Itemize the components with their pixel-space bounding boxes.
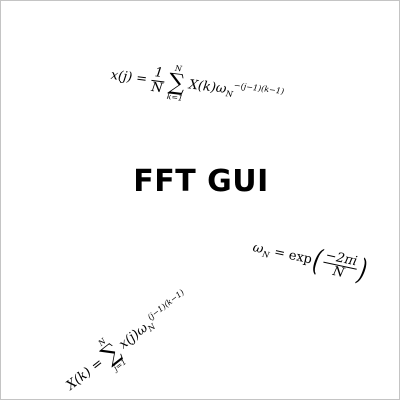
inverse-term-subscript: N xyxy=(225,89,234,99)
forward-dft-equation: X(k) = N ∑ j=1 x(j)ωN(j−1)(k−1) xyxy=(57,281,198,399)
inverse-frac-denominator: N xyxy=(149,79,165,97)
inverse-lhs: x(j) = xyxy=(109,67,148,88)
inverse-summation: N ∑ k=1 xyxy=(166,64,187,103)
inverse-sum-symbol: ∑ xyxy=(166,69,187,98)
inverse-term: X(k)ω xyxy=(187,77,228,97)
inverse-fraction: 1 N xyxy=(149,66,166,96)
omega-equals-exp: = exp xyxy=(272,244,314,268)
twiddle-factor-equation: ωN = exp( −2πi N ) xyxy=(250,233,371,288)
inverse-frac-numerator: 1 xyxy=(153,65,164,82)
inverse-sum-lower: k=1 xyxy=(166,91,184,103)
forward-lhs: X(k) = xyxy=(63,355,107,394)
forward-term-exponent: (j−1)(k−1) xyxy=(145,287,186,322)
app-title: FFT GUI xyxy=(133,164,269,199)
inverse-dft-equation: x(j) = 1 N N ∑ k=1 X(k)ωN−(j−1)(k−1) xyxy=(109,57,286,115)
inverse-term-exponent: −(j−1)(k−1) xyxy=(233,80,285,96)
omega-fraction: −2πi N xyxy=(320,248,359,284)
omega-subscript: N xyxy=(261,249,271,260)
